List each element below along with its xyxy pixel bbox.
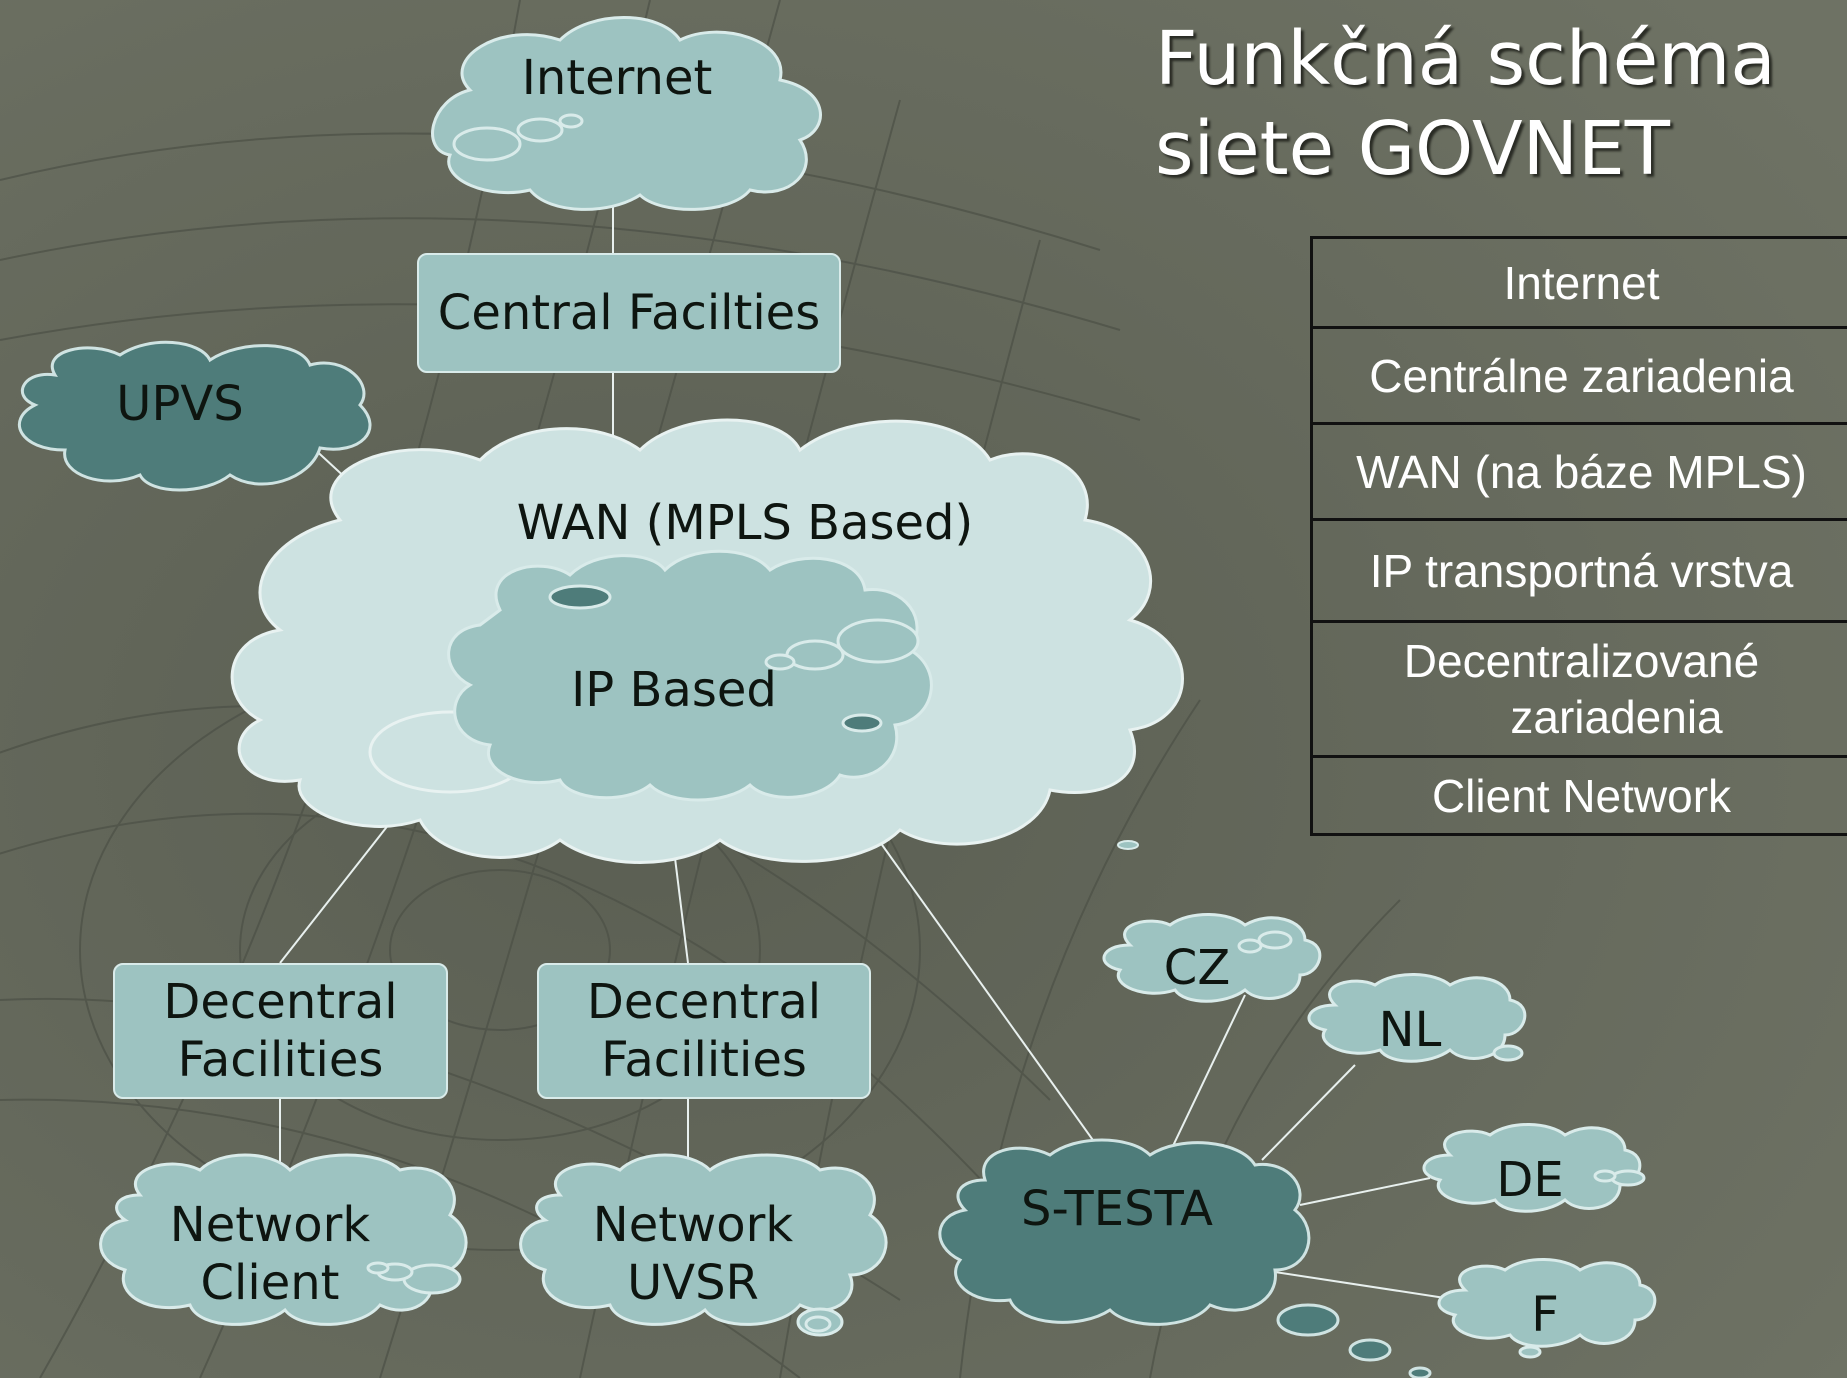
s-testa-label: S-TESTA bbox=[1021, 1181, 1213, 1237]
f-label: F bbox=[1531, 1287, 1559, 1343]
legend-cell-central: Centrálne zariadenia bbox=[1310, 326, 1847, 425]
page-title: Funkčná schéma siete GOVNET bbox=[1155, 14, 1776, 194]
layer-legend-table: Internet Centrálne zariadenia WAN (na bá… bbox=[1310, 236, 1847, 836]
network-client-cloud bbox=[99, 1153, 468, 1326]
title-line-1: Funkčná schéma bbox=[1155, 16, 1776, 102]
connector-stesta-cz bbox=[1171, 994, 1246, 1149]
cz-cloud bbox=[1102, 913, 1322, 1003]
decentral-facilities-left-box: Decentral Facilities bbox=[113, 963, 448, 1099]
internet-label: Internet bbox=[521, 50, 713, 106]
upvs-label: UPVS bbox=[116, 376, 244, 432]
legend-row: Client Network bbox=[1310, 755, 1847, 836]
decentral-facilities-right-box: Decentral Facilities bbox=[537, 963, 871, 1099]
legend-row: IP transportná vrstva bbox=[1310, 518, 1847, 623]
network-uvsr-line-2: UVSR bbox=[627, 1255, 759, 1311]
decentral-right-line-1: Decentral bbox=[586, 974, 822, 1030]
wan-label: WAN (MPLS Based) bbox=[516, 495, 974, 551]
legend-cell-decentral: Decentralizované zariadenia bbox=[1310, 620, 1847, 758]
connector-wan-decentral-right bbox=[674, 857, 689, 964]
legend-decentral-line-2: zariadenia bbox=[1510, 691, 1723, 743]
network-client-line-1: Network bbox=[169, 1197, 371, 1253]
central-facilities-box: Central Facilties bbox=[417, 253, 841, 373]
network-client-label: Network Client bbox=[170, 1196, 370, 1312]
f-cloud bbox=[1437, 1258, 1657, 1359]
central-facilities-label: Central Facilties bbox=[437, 285, 821, 341]
network-client-line-2: Client bbox=[200, 1255, 340, 1311]
legend-cell-internet: Internet bbox=[1310, 236, 1847, 329]
connector-wan-decentral-left bbox=[279, 809, 401, 964]
internet-cloud bbox=[431, 16, 822, 211]
decentral-right-line-2: Facilities bbox=[601, 1032, 807, 1088]
ip-based-label: IP Based bbox=[571, 662, 777, 718]
network-uvsr-line-1: Network bbox=[592, 1197, 794, 1253]
legend-row: WAN (na báze MPLS) bbox=[1310, 422, 1847, 521]
de-cloud bbox=[1422, 1123, 1646, 1213]
connector-stesta-f bbox=[1261, 1269, 1446, 1299]
legend-row: Decentralizované zariadenia bbox=[1310, 620, 1847, 758]
decentral-left-line-1: Decentral bbox=[163, 974, 398, 1030]
de-label: DE bbox=[1496, 1152, 1564, 1208]
legend-cell-wan: WAN (na báze MPLS) bbox=[1310, 422, 1847, 521]
legend-row: Internet bbox=[1310, 236, 1847, 329]
ip-based-cloud bbox=[447, 549, 933, 802]
title-line-2: siete GOVNET bbox=[1155, 106, 1670, 192]
upvs-cloud bbox=[17, 340, 372, 492]
legend-cell-client: Client Network bbox=[1310, 755, 1847, 836]
s-testa-cloud bbox=[938, 1138, 1432, 1378]
network-uvsr-cloud bbox=[519, 1153, 888, 1337]
nl-label: NL bbox=[1378, 1002, 1442, 1058]
decentral-left-line-2: Facilities bbox=[177, 1032, 384, 1088]
network-uvsr-label: Network UVSR bbox=[593, 1196, 793, 1312]
connector-stesta-de bbox=[1299, 1177, 1431, 1206]
legend-cell-ip: IP transportná vrstva bbox=[1310, 518, 1847, 623]
legend-decentral-line-1: Decentralizované bbox=[1403, 635, 1760, 687]
nl-cloud bbox=[1307, 973, 1527, 1063]
connector-stesta-nl bbox=[1261, 1064, 1356, 1161]
bubble-decoration bbox=[1117, 840, 1139, 850]
cz-label: CZ bbox=[1163, 940, 1231, 996]
legend-row: Centrálne zariadenia bbox=[1310, 326, 1847, 425]
